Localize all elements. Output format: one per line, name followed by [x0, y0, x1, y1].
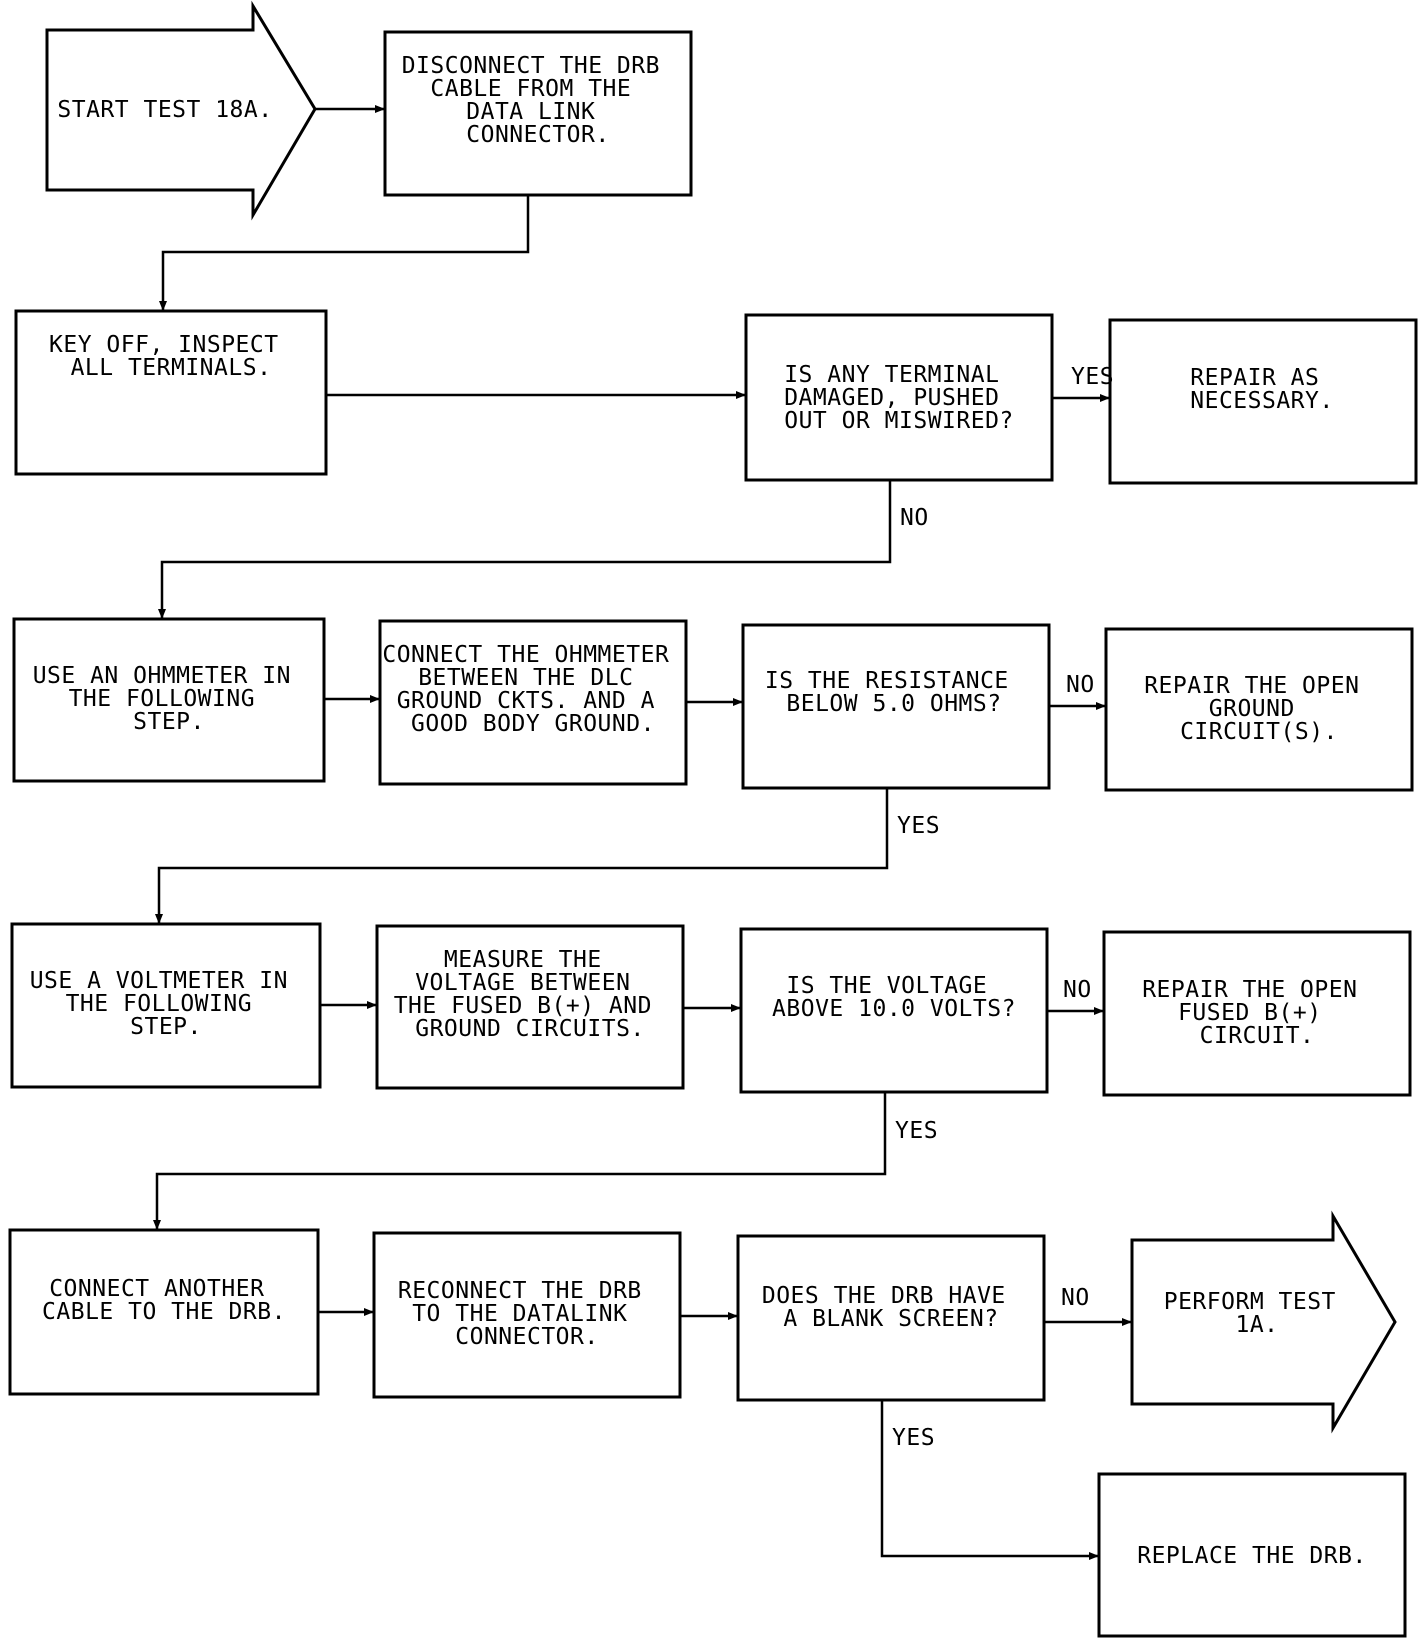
- connector-qres-yes: [155, 788, 889, 924]
- branch-label-q-terminal-no: NO: [900, 505, 929, 531]
- replace-drb-label: REPLACE THE DRB.: [1137, 1543, 1367, 1569]
- disconnect-box: [383, 30, 693, 197]
- q-blank-box: [736, 1234, 1046, 1402]
- connect-ohmmeter-label: CONNECT THE OHMMETER BETWEEN THE DLC GRO…: [382, 642, 683, 737]
- branch-label-q-terminal-yes: YES: [1071, 364, 1114, 390]
- branch-label-q-blank-no: NO: [1061, 1285, 1090, 1311]
- connector-disconnect-keyoff: [159, 195, 530, 311]
- use-ohmmeter-label: USE AN OHMMETER IN THE FOLLOWING STEP.: [33, 663, 306, 735]
- connector-qblank-yes: [880, 1400, 1099, 1560]
- q-blank-label: DOES THE DRB HAVE A BLANK SCREEN?: [762, 1283, 1020, 1332]
- connector-qvolt-yes: [153, 1092, 887, 1230]
- reconnect-label: RECONNECT THE DRB TO THE DATALINK CONNEC…: [398, 1278, 656, 1350]
- branch-label-q-voltage-no: NO: [1063, 977, 1092, 1003]
- key-off-box: [14, 309, 328, 476]
- branch-label-q-voltage-yes: YES: [895, 1118, 938, 1144]
- repair-fused-label: REPAIR THE OPEN FUSED B(+) CIRCUIT.: [1142, 977, 1372, 1049]
- connector-qterminal-no: [158, 480, 892, 619]
- repair-fused-box: [1102, 930, 1412, 1097]
- connect-cable-label: CONNECT ANOTHER CABLE TO THE DRB.: [42, 1276, 286, 1325]
- start-arrow-shape: [45, 0, 317, 221]
- start-label: START TEST 18A.: [57, 97, 272, 123]
- repair-necessary-label: REPAIR AS NECESSARY.: [1190, 365, 1333, 414]
- q-resistance-label: IS THE RESISTANCE BELOW 5.0 OHMS?: [765, 668, 1023, 717]
- disconnect-label: DISCONNECT THE DRB CABLE FROM THE DATA L…: [402, 53, 675, 148]
- replace-drb-box: [1097, 1472, 1407, 1638]
- q-voltage-label: IS THE VOLTAGE ABOVE 10.0 VOLTS?: [772, 973, 1016, 1022]
- key-off-label: KEY OFF, INSPECT ALL TERMINALS.: [49, 332, 293, 381]
- repair-ground-label: REPAIR THE OPEN GROUND CIRCUIT(S).: [1144, 673, 1374, 745]
- repair-necessary-box: [1108, 318, 1418, 485]
- branch-label-q-resistance-yes: YES: [897, 813, 940, 839]
- q-terminal-label: IS ANY TERMINAL DAMAGED, PUSHED OUT OR M…: [784, 362, 1014, 434]
- repair-ground-box: [1104, 627, 1414, 792]
- use-voltmeter-label: USE A VOLTMETER IN THE FOLLOWING STEP.: [30, 968, 303, 1040]
- measure-voltage-label: MEASURE THE VOLTAGE BETWEEN THE FUSED B(…: [394, 947, 667, 1042]
- branch-label-q-resistance-no: NO: [1066, 672, 1095, 698]
- branch-label-q-blank-yes: YES: [892, 1425, 935, 1451]
- perform-test-arrow-shape: [1130, 1210, 1397, 1434]
- perform-test-label: PERFORM TEST 1A.: [1164, 1289, 1351, 1338]
